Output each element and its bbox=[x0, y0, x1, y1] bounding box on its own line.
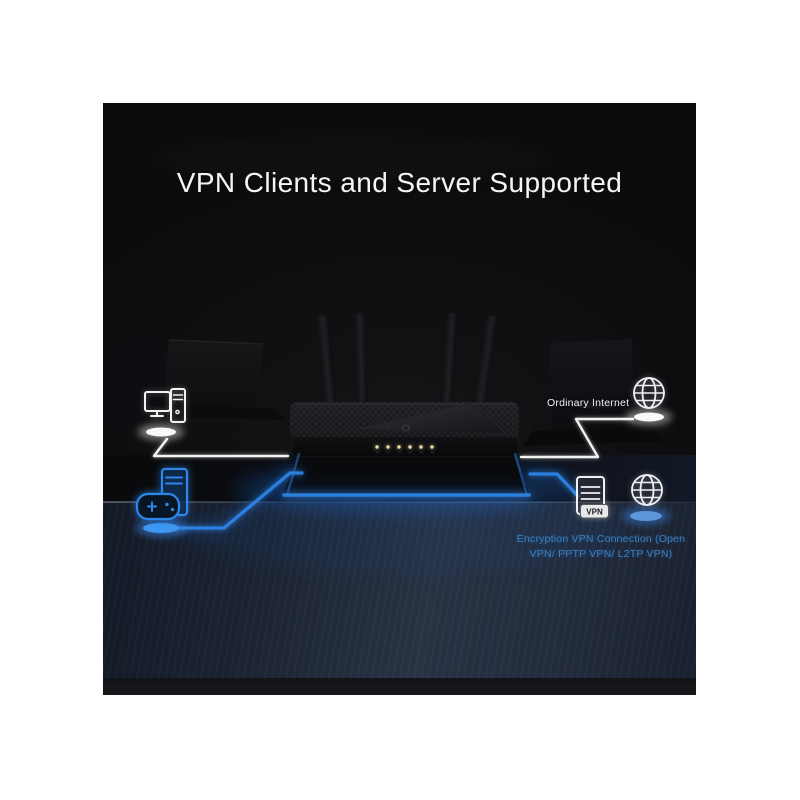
gaming-pc-icon bbox=[135, 467, 189, 521]
internet-connection-line bbox=[519, 417, 635, 459]
gaming-pc-connection-line bbox=[158, 471, 304, 530]
internet-globe-base-glow bbox=[634, 412, 664, 422]
vpn-connection-lines bbox=[158, 452, 580, 530]
product-marketing-image: VPN VPN Clients and Server Supported Ord… bbox=[103, 103, 696, 695]
internet-globe-icon bbox=[633, 377, 665, 409]
vpn-server-icon: VPN bbox=[576, 476, 609, 519]
headline: VPN Clients and Server Supported bbox=[176, 167, 623, 198]
vpn-badge-label: VPN bbox=[586, 508, 603, 517]
vpn-connection-label-line1: Encryption VPN Connection (Open bbox=[516, 533, 686, 545]
laptop-silhouette-left bbox=[147, 339, 285, 420]
floor-front-strip bbox=[103, 678, 696, 695]
white-connection-lines bbox=[152, 417, 635, 459]
router-front-face bbox=[293, 437, 517, 456]
router-led-indicators bbox=[375, 445, 434, 449]
platform-slope-neon bbox=[285, 452, 529, 497]
vpn-badge bbox=[580, 504, 609, 519]
scene-artwork: VPN bbox=[103, 136, 696, 575]
router-gloss-panel bbox=[355, 403, 504, 433]
icon-base-glows bbox=[135, 409, 672, 537]
computer-connection-line bbox=[152, 437, 290, 458]
ordinary-internet-label: Ordinary Internet bbox=[547, 397, 630, 409]
gamepad-icon bbox=[135, 492, 181, 521]
vpn-connection-label: Encryption VPN Connection (Open VPN/ PPT… bbox=[486, 532, 696, 562]
desktop-computer-icon bbox=[144, 388, 186, 423]
vpn-connection-label-line2: VPN/ PPTP VPN/ L2TP VPN) bbox=[529, 548, 673, 560]
computer-base-glow bbox=[146, 427, 176, 437]
wall-sheen bbox=[153, 136, 553, 180]
router-antennas bbox=[315, 312, 498, 413]
vpn-server-connection-line bbox=[528, 472, 580, 498]
router-platform bbox=[283, 453, 530, 495]
vpn-globe-icon bbox=[631, 474, 663, 506]
vpn-globe-base-glow bbox=[630, 511, 662, 521]
router-port-marks bbox=[376, 452, 434, 453]
laptop-silhouette-right bbox=[523, 339, 663, 446]
wifi-router bbox=[290, 312, 519, 457]
gaming-base-glow bbox=[143, 523, 179, 533]
tp-link-logo bbox=[402, 424, 410, 432]
